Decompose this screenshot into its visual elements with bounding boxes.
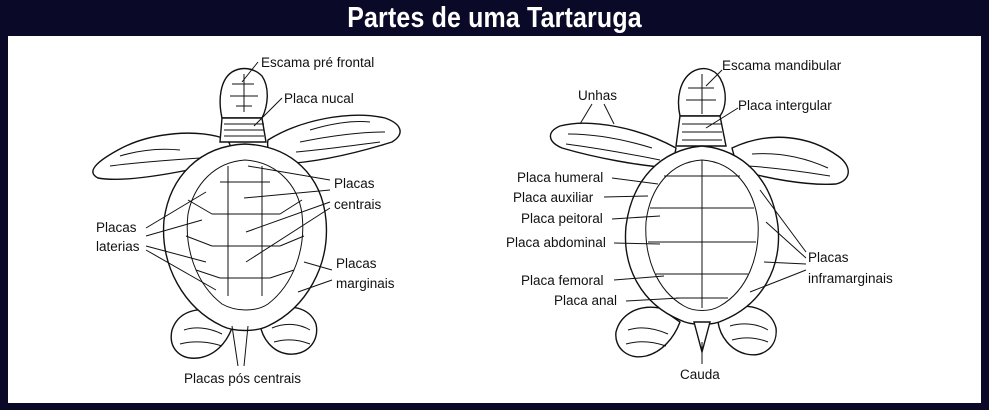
- ventral-turtle: [549, 67, 849, 358]
- ventral-tail: [693, 321, 711, 355]
- label-placas-centrais-line2: centrais: [334, 197, 382, 212]
- label-placa-humeral: Placa humeral: [517, 170, 603, 185]
- ventral-left-front-flipper: [549, 122, 677, 169]
- label-placas-centrais-line1: Placas: [334, 176, 375, 191]
- label-unhas: Unhas: [578, 88, 617, 103]
- label-placa-peitoral: Placa peitoral: [521, 211, 603, 226]
- ventral-right-front-flipper: [731, 136, 849, 186]
- dorsal-labels: Escama pré frontal Placa nucal Placas ce…: [96, 55, 395, 386]
- label-placas-marginais-line1: Placas: [336, 256, 377, 271]
- label-placa-femoral: Placa femoral: [521, 273, 604, 288]
- label-placa-auxiliar: Placa auxiliar: [513, 190, 594, 205]
- label-placas-marginais-line2: marginais: [336, 276, 395, 291]
- ventral-labels: Escama mandibular Unhas Placa intergular…: [506, 58, 893, 382]
- label-placa-intergular: Placa intergular: [738, 98, 832, 113]
- label-placa-anal: Placa anal: [554, 293, 617, 308]
- label-placa-nucal: Placa nucal: [284, 91, 354, 106]
- ventral-right-rear-flipper: [717, 305, 777, 356]
- label-cauda: Cauda: [680, 367, 720, 382]
- dorsal-central-scutes: [186, 159, 304, 311]
- label-escama-mandibular: Escama mandibular: [722, 58, 842, 73]
- label-placas-laterais-line2: laterias: [96, 239, 140, 254]
- ventral-left-rear-flipper: [615, 306, 681, 358]
- label-placas-inframarginais-line1: Placas: [808, 250, 849, 265]
- dorsal-turtle: [92, 67, 401, 359]
- leader-lines: [145, 61, 807, 367]
- label-placas-pos-centrais: Placas pós centrais: [184, 371, 301, 386]
- label-placa-abdominal: Placa abdominal: [506, 235, 606, 250]
- label-escama-pre-frontal: Escama pré frontal: [261, 55, 374, 70]
- label-placas-laterais-line1: Placas: [96, 220, 137, 235]
- label-placas-inframarginais-line2: inframarginais: [808, 271, 893, 286]
- diagram-title: Partes de uma Tartaruga: [347, 2, 642, 34]
